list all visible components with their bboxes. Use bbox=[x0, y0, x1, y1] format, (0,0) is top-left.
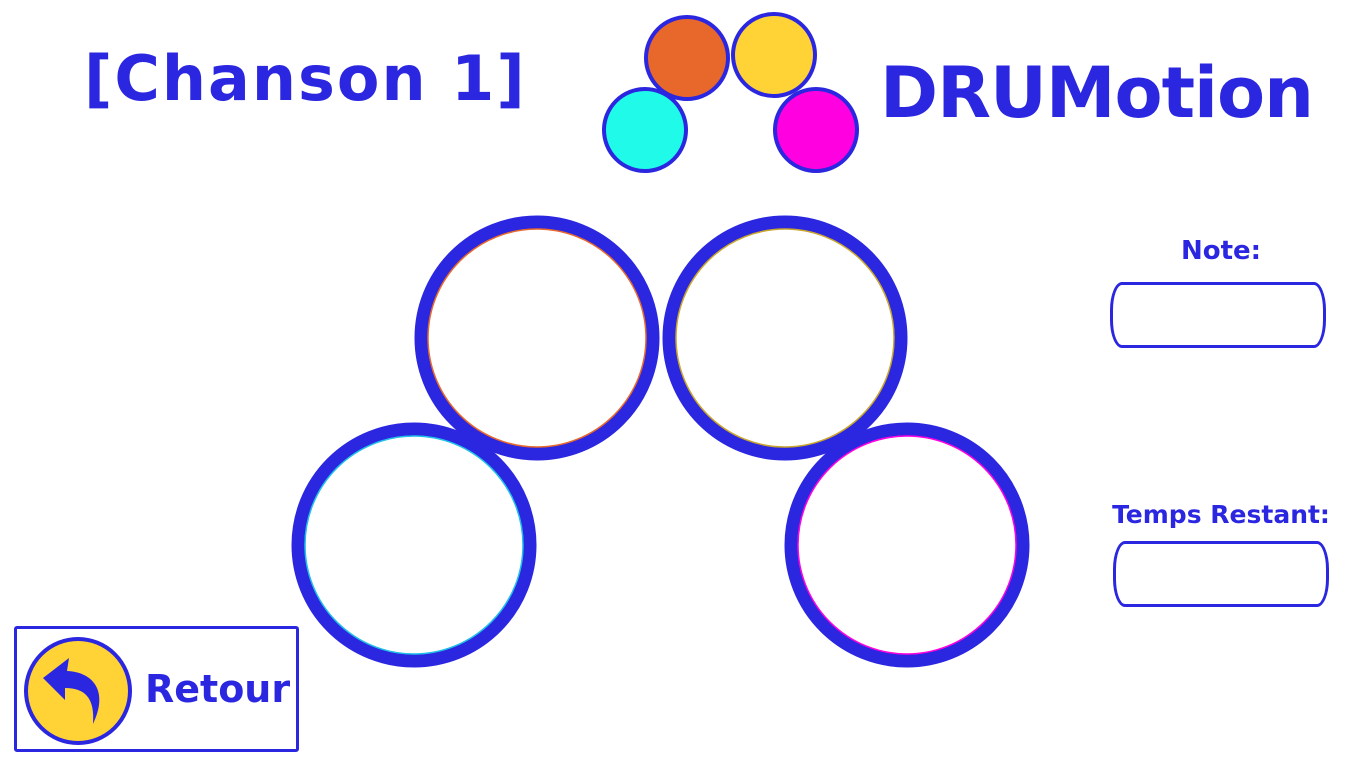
undo-arrow-icon bbox=[24, 637, 132, 745]
logo-dot-orange bbox=[644, 15, 730, 101]
logo-dots-icon bbox=[602, 12, 859, 173]
logo-dot-yellow bbox=[731, 12, 817, 98]
logo-dot-magenta bbox=[773, 87, 859, 173]
back-button-label: Retour bbox=[145, 667, 291, 711]
app-logo-text: DRUMotion bbox=[880, 52, 1314, 134]
drum-pad-bottom-right[interactable] bbox=[784, 422, 1030, 668]
song-title: [Chanson 1] bbox=[84, 42, 527, 115]
score-display bbox=[1110, 282, 1326, 348]
drum-pad-top-left[interactable] bbox=[414, 215, 660, 461]
time-remaining-label: Temps Restant: bbox=[1112, 500, 1330, 529]
back-button[interactable]: Retour bbox=[14, 626, 299, 752]
drum-kit bbox=[291, 215, 1030, 668]
drum-pad-bottom-left[interactable] bbox=[291, 422, 537, 668]
score-label: Note: bbox=[1180, 236, 1262, 266]
drum-pad-top-right[interactable] bbox=[662, 215, 908, 461]
logo-dot-cyan bbox=[602, 87, 688, 173]
time-remaining-display bbox=[1113, 541, 1329, 607]
